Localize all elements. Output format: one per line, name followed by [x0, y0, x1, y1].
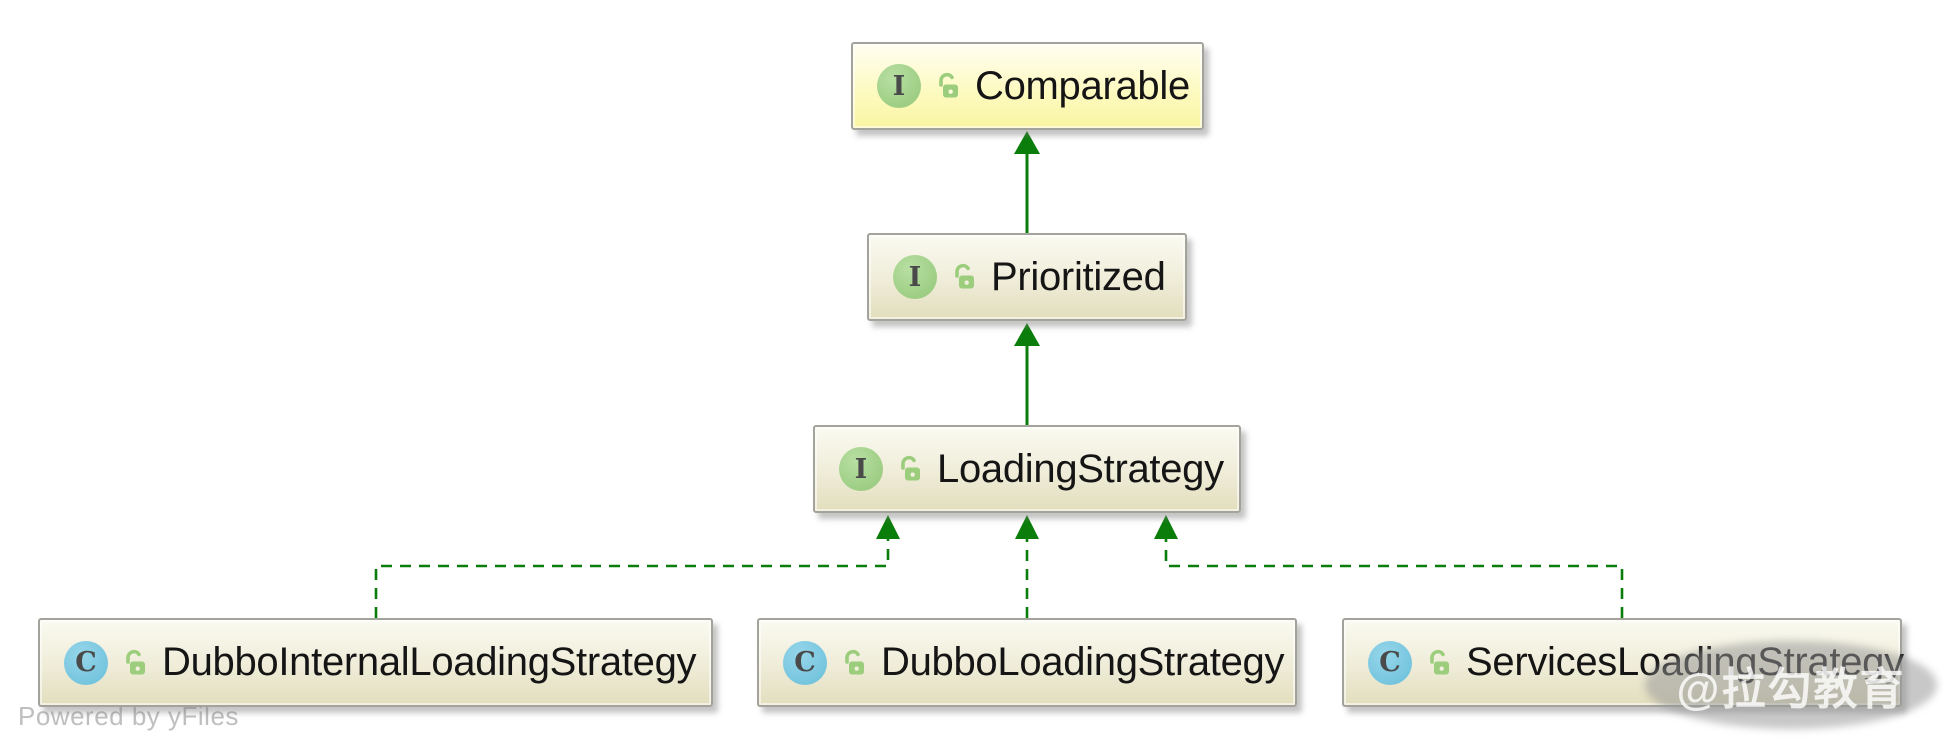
class-icon: C	[64, 640, 108, 685]
class-icon-letter: C	[794, 647, 816, 678]
interface-icon-letter: I	[892, 70, 906, 102]
edge-dubbo-implements-loadingstrategy	[1015, 515, 1039, 618]
node-label: DubboInternalLoadingStrategy	[162, 640, 697, 684]
class-icon-letter: C	[1379, 647, 1401, 678]
edge-services-implements-loadingstrategy	[1154, 515, 1624, 618]
watermark: @拉勾教育	[1645, 641, 1937, 729]
node-dubboloadingstrategy[interactable]: C DubboLoadingStrategy	[757, 618, 1297, 707]
interface-icon: I	[893, 255, 937, 299]
node-label: DubboLoadingStrategy	[881, 640, 1285, 684]
class-icon: C	[1368, 640, 1412, 685]
edge-loadingstrategy-extends-prioritized	[1014, 323, 1040, 425]
interface-icon: I	[839, 447, 883, 491]
interface-icon-letter: I	[908, 261, 922, 293]
open-padlock-icon	[950, 262, 976, 292]
open-padlock-icon	[934, 71, 960, 101]
interface-icon: I	[877, 64, 921, 108]
watermark-ellipse	[1645, 641, 1937, 729]
node-label: Comparable	[975, 63, 1190, 108]
watermark-text: @拉勾教育	[1676, 665, 1906, 714]
class-icon: C	[783, 640, 827, 685]
node-label: LoadingStrategy	[937, 446, 1224, 491]
open-padlock-icon	[121, 648, 147, 678]
interface-icon-letter: I	[854, 453, 868, 485]
node-loadingstrategy[interactable]: I LoadingStrategy	[813, 425, 1241, 513]
open-padlock-icon	[896, 454, 922, 484]
open-padlock-icon	[840, 648, 866, 678]
open-padlock-icon	[1425, 648, 1451, 678]
node-label: Prioritized	[991, 254, 1166, 299]
node-prioritized[interactable]: I Prioritized	[867, 233, 1187, 321]
edge-prioritized-extends-comparable	[1014, 131, 1040, 233]
edge-dubbointernal-implements-loadingstrategy	[374, 515, 900, 618]
node-dubbointernalloadingstrategy[interactable]: C DubboInternalLoadingStrategy	[38, 618, 713, 707]
node-comparable[interactable]: I Comparable	[851, 42, 1204, 130]
class-icon-letter: C	[75, 647, 97, 678]
